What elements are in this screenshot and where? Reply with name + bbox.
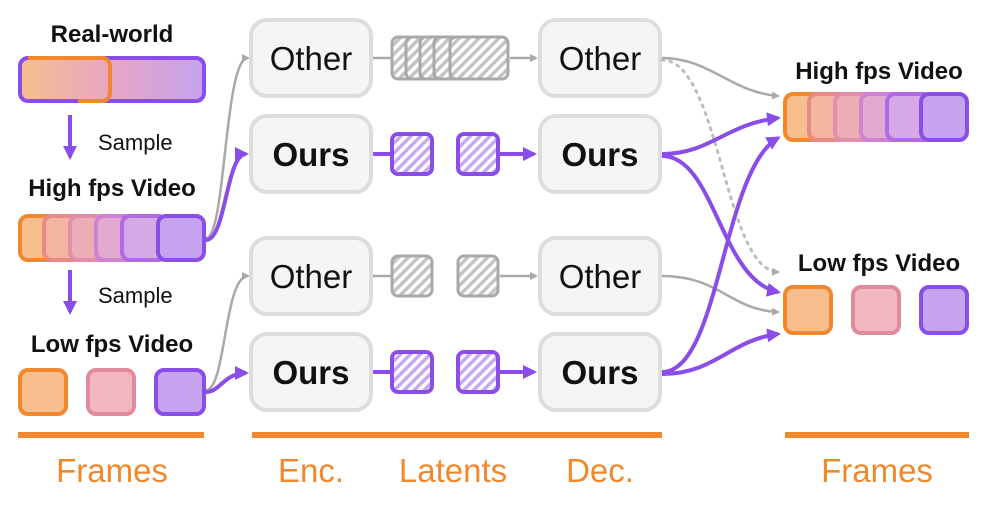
arrow-high-to-other-enc [205, 54, 250, 240]
low-fps-frames-right [783, 285, 969, 335]
left-title-high-fps: High fps Video [28, 175, 196, 202]
arrow-other-low-to-low [661, 274, 780, 316]
footer-frames-left: Frames [56, 452, 168, 489]
arrow-other-high-to-high [661, 56, 780, 100]
footer-bar-frames-right [785, 432, 969, 438]
real-world-bar-orange-edge [18, 56, 112, 103]
encoder-label-other-high: Other [270, 40, 353, 77]
encoder-label-ours-low: Ours [272, 354, 349, 391]
arrow-ours-high-to-high [661, 112, 781, 156]
latent-ours-low-1 [390, 350, 434, 394]
arrow-low-to-other-enc [205, 272, 250, 392]
arrow-ours-low-to-low [661, 328, 781, 376]
encoder-label-ours-high: Ours [272, 136, 349, 173]
latent-ours-low-2 [456, 350, 500, 394]
decoder-label-other-high: Other [559, 40, 642, 77]
arrow-ours-high-to-low [661, 154, 781, 297]
encoder-box-ours-high [249, 114, 373, 194]
arrow-high-to-ours-enc [205, 147, 249, 242]
decoder-box-other-low [538, 236, 662, 316]
sample-label-1: Sample [98, 130, 173, 155]
encoder-box-ours-low [249, 332, 373, 412]
high-fps-frames-right [783, 92, 969, 142]
latent-ours-high-2 [456, 132, 500, 176]
footer-frames-right: Frames [821, 452, 933, 489]
left-title-low-fps: Low fps Video [31, 331, 193, 358]
encoder-label-other-low: Other [270, 258, 353, 295]
low-fps-frames-left [18, 368, 206, 416]
arrow-other-high-to-low-dotted [660, 58, 780, 276]
footer-enc: Enc. [278, 452, 344, 489]
arrow-ours-low-to-high [661, 136, 781, 374]
decoder-label-ours-low: Ours [561, 354, 638, 391]
right-title-high-fps: High fps Video [795, 58, 963, 85]
decoder-box-ours-low [538, 332, 662, 412]
decoder-box-ours-high [538, 114, 662, 194]
arrow-low-to-ours-enc [205, 366, 249, 394]
latent-other-low-2 [456, 254, 500, 298]
decoder-box-other-high [538, 18, 662, 98]
high-fps-frames-left [18, 214, 206, 262]
encoder-box-other-high [249, 18, 373, 98]
latent-ours-high-1 [390, 132, 434, 176]
decoder-label-other-low: Other [559, 258, 642, 295]
latent-other-low-1 [390, 254, 434, 298]
decoder-label-ours-high: Ours [561, 136, 638, 173]
encoder-box-other-low [249, 236, 373, 316]
footer-dec: Dec. [566, 452, 634, 489]
latents-other-high [390, 35, 510, 81]
right-title-low-fps: Low fps Video [798, 250, 960, 277]
footer-bar-pipeline [252, 432, 662, 438]
footer-latents: Latents [399, 452, 507, 489]
footer-bar-frames-left [18, 432, 204, 438]
sample-label-2: Sample [98, 283, 173, 308]
left-title-real-world: Real-world [51, 21, 174, 48]
